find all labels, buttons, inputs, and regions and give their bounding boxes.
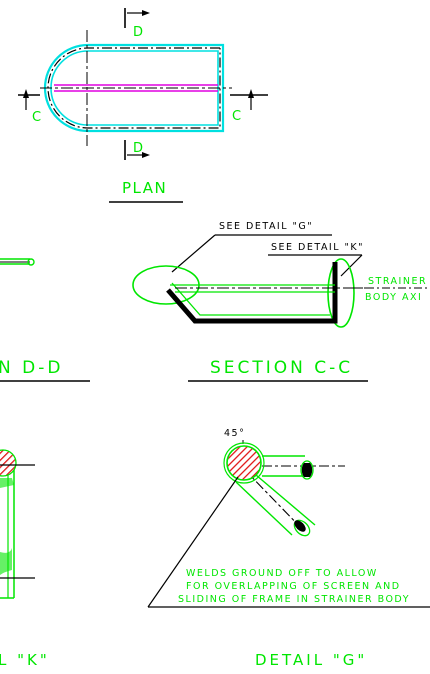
section-c-right-arrowhead bbox=[248, 89, 254, 98]
detail-g-angle-label: 45° bbox=[224, 428, 245, 439]
section-d-top-arrowhead bbox=[142, 10, 150, 16]
detail-g-weld-outline bbox=[223, 442, 265, 484]
section-d-bottom-arrowhead bbox=[142, 152, 150, 158]
section-c-title: SECTION C-C bbox=[210, 358, 353, 378]
section-c-left-label: C bbox=[32, 110, 43, 125]
see-detail-k-leader bbox=[340, 254, 363, 277]
detail-g-rod-end-right-shade bbox=[301, 463, 313, 477]
plan-outer-frame bbox=[43, 43, 225, 133]
section-c-frame-outline-outer bbox=[171, 282, 330, 316]
detail-g-title: DETAIL "G" bbox=[255, 651, 367, 669]
plan-frame-centerline bbox=[47, 47, 221, 129]
plan-view: D D C C PLAN bbox=[18, 8, 268, 203]
section-d-bottom-label: D bbox=[133, 141, 145, 156]
plan-title: PLAN bbox=[122, 179, 167, 197]
strainer-axis-label-line2: BODY AXI bbox=[365, 292, 422, 303]
detail-k-weld-top bbox=[0, 449, 17, 477]
section-d-rod-end bbox=[27, 258, 35, 266]
section-d-top-label: D bbox=[133, 25, 145, 40]
detail-g-diagonal-axis bbox=[242, 467, 306, 533]
see-detail-k-label: SEE DETAIL "K" bbox=[271, 242, 364, 253]
see-detail-g-leader bbox=[171, 234, 216, 273]
section-c-c-view: SEE DETAIL "G" SEE DETAIL "K" STRAINER B… bbox=[132, 221, 430, 382]
detail-g-weld-bead bbox=[226, 445, 262, 481]
strainer-axis-label-line1: STRAINER bbox=[368, 276, 427, 287]
detail-g-note-leader bbox=[147, 476, 239, 608]
detail-g-view: 45° WELDS GROUND OFF TO ALLOW FOR OVERLA… bbox=[147, 428, 430, 669]
section-d-d-view: N D-D bbox=[0, 258, 90, 382]
detail-k-callout-circle bbox=[327, 258, 355, 328]
detail-k-hatch-bottom bbox=[0, 548, 12, 575]
detail-g-note-line2: FOR OVERLAPPING OF SCREEN AND bbox=[186, 581, 401, 592]
detail-k-hatch-top bbox=[0, 478, 14, 488]
detail-g-note-line1: WELDS GROUND OFF TO ALLOW bbox=[186, 568, 378, 579]
detail-g-diagonal-rod-top bbox=[255, 474, 316, 526]
section-d-title: N D-D bbox=[0, 358, 63, 378]
section-c-left-arrowhead bbox=[23, 89, 29, 98]
detail-g-rod-end-bottom-shade bbox=[294, 520, 306, 532]
detail-g-diagonal-rod-bottom bbox=[235, 481, 293, 536]
detail-k-view: L "K" bbox=[0, 449, 50, 669]
plan-inner-frame bbox=[50, 50, 219, 126]
section-c-right-label: C bbox=[232, 109, 243, 124]
detail-g-note-line3: SLIDING OF FRAME IN STRAINER BODY bbox=[178, 594, 410, 605]
see-detail-g-label: SEE DETAIL "G" bbox=[219, 221, 313, 232]
detail-k-title: L "K" bbox=[0, 651, 50, 669]
